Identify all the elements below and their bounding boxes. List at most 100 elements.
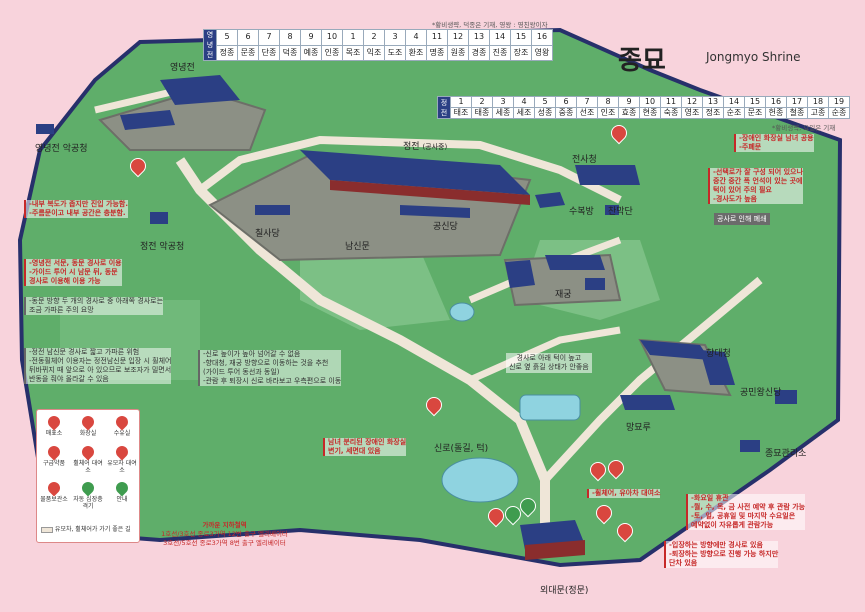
legend-label: 휠체어 대여소 <box>73 460 103 474</box>
table-cell: 19 <box>828 96 850 108</box>
table-cell: 10 <box>321 29 343 46</box>
callout-disabled-toilet-top: -장애인 화장실 남녀 공용 -주폐문 <box>734 134 814 152</box>
label-jeongjeon-text: 정전 <box>403 142 420 152</box>
label-oedaemun: 외대문(정문) <box>540 586 589 596</box>
table-cell: 13 <box>468 29 490 46</box>
legend-item: 구급약품 <box>37 443 71 467</box>
callout-line: -관람 후 퇴장시 신로 바라보고 우측편으로 이동 <box>203 377 342 385</box>
callout-line: -장애인 화장실 남녀 공용 <box>739 134 814 142</box>
legend-label: 유모차 대여소 <box>107 460 137 474</box>
table-cell: 문종 <box>237 44 259 61</box>
table-cell: 17 <box>786 96 808 108</box>
label-sinro: 신로(돌길, 턱) <box>434 444 489 454</box>
table-cell: 14 <box>723 96 745 108</box>
callout-line: -입장하는 방향에만 경사로 있음 <box>669 541 763 549</box>
wheelchair-icon <box>79 443 97 461</box>
subway-heading: 가까운 지하철역 <box>202 521 247 529</box>
callout-steep-slope: -선택로가 잘 구성 되어 있으나 중간 중간 폭 언석이 있는 곳에 턱이 있… <box>708 168 803 204</box>
table-cell: 태종 <box>471 107 493 119</box>
nursing-room-icon <box>113 413 131 431</box>
legend-item: 화장실 <box>71 413 105 437</box>
table-cell: 7 <box>258 29 280 46</box>
callout-line: -동문 방향 두 개의 경사로 중 아래쪽 경사로는 <box>29 297 164 305</box>
table-cell: 16 <box>531 29 553 46</box>
label-gongminwangsindang: 공민왕신당 <box>740 388 782 398</box>
callout-line: 경사로 아래 턱이 높고 <box>516 354 582 362</box>
table-cell: 12 <box>681 96 703 108</box>
locker-icon <box>45 479 63 497</box>
label-chilsadang: 칠사당 <box>255 229 280 239</box>
ticket-icon <box>45 413 63 431</box>
legend-label: 화장실 <box>79 430 97 437</box>
table-cell: 세종 <box>492 107 514 119</box>
callout-corridor: -내부 복도가 좁지만 진입 가능함. -주름문이고 내부 공간은 충분함. <box>24 200 129 218</box>
legend-label: 수유실 <box>113 430 131 437</box>
table-cell: 14 <box>489 29 511 46</box>
closed-construction-box: 공사로 인해 폐쇄 <box>714 213 770 225</box>
legend-item: 수유실 <box>105 413 139 437</box>
jeongjeon-table: 정전 1 2 3 4 5 6 7 8 9 10 11 12 13 14 15 1… <box>437 96 850 119</box>
yeongnyeongjeon-table-note: *황비생략, 덕종은 기재, 영왕 : 영친왕이자 <box>432 21 548 29</box>
legend-label: 자동 심장충격기 <box>73 496 103 510</box>
yeongnyeongjeon-table: 영녕전 5 6 7 8 9 10 1 2 3 4 11 12 13 14 15 … <box>203 29 553 61</box>
callout-line: 신로 옆 흙길 상태가 안좋음 <box>509 363 589 371</box>
callout-line: 뒤바뀌지 때 앞으로 아 있으므로 보조자가 밀면서 <box>29 366 172 374</box>
callout-line: -주폐문 <box>739 143 762 151</box>
table-cell: 6 <box>237 29 259 46</box>
table-cell: 11 <box>660 96 682 108</box>
table-cell: 2 <box>471 96 493 108</box>
label-chanmakdan: 찬막단 <box>608 207 633 217</box>
toilet-icon <box>79 413 97 431</box>
table-cell: 4 <box>405 29 427 46</box>
table-cell: 13 <box>702 96 724 108</box>
legend-label: 물품보관소 <box>40 496 68 503</box>
callout-line: -경사도가 높음 <box>713 195 757 203</box>
callout-line: 중간 중간 폭 언석이 있는 곳에 <box>713 177 803 185</box>
table-cell: 15 <box>510 29 532 46</box>
callout-line: 남녀 분리된 장애인 화장실 <box>328 438 407 446</box>
callout-line: 경사로 이용해 이용 가능 <box>29 277 101 285</box>
subway-line: 3호선/5호선 종로3가역 8번 출구 엘리베이터 <box>163 539 286 547</box>
table-cell: 성종 <box>534 107 556 119</box>
table-cell: 5 <box>216 29 238 46</box>
table-cell: 8 <box>597 96 619 108</box>
table-cell: 11 <box>426 29 448 46</box>
callout-yeongnyeongjeon-ramp: -영녕전 서문, 동문 경사로 이용 -가이드 투어 시 남문 뒤, 동문 경사… <box>24 259 122 286</box>
table-cell: 15 <box>744 96 766 108</box>
stroller-icon <box>113 443 131 461</box>
table-cell: 진종 <box>489 44 511 61</box>
table-cell: 환조 <box>405 44 427 61</box>
first-aid-icon <box>45 443 63 461</box>
table-cell: 목조 <box>342 44 364 61</box>
table-cell: 정조 <box>702 107 724 119</box>
label-jaegung: 재궁 <box>555 290 572 300</box>
callout-jeongjeon-south: -정전 남신문 경사로 짧고 가파른 위험 -전동휠체어 이용자는 정전남신문 … <box>24 348 172 384</box>
label-jeonsacheong: 전사청 <box>572 155 597 165</box>
legend-item: 물품보관소 <box>37 479 71 503</box>
jeongjeon-table-header: 정전 <box>437 96 451 119</box>
label-jeongjeon-akgongcheong: 정전 악공청 <box>140 242 185 252</box>
callout-entrance-exit: -입장하는 방향에만 경사로 있음 -퇴장하는 방향으로 진행 가능 하지만 단… <box>664 541 779 568</box>
table-cell: 선조 <box>576 107 598 119</box>
table-cell: 4 <box>513 96 535 108</box>
label-yeongnyeongjeon: 영녕전 <box>170 63 195 73</box>
table-cell: 중종 <box>555 107 577 119</box>
table-cell: 원종 <box>447 44 469 61</box>
subway-info: 가까운 지하철역 1호선/3호선 종로3가역 12번 출구 엘리베이터 3호선/… <box>152 521 297 548</box>
table-cell: 태조 <box>450 107 472 119</box>
table-cell: 예종 <box>300 44 322 61</box>
legend-label: 안내 <box>116 496 128 503</box>
table-cell: 9 <box>300 29 322 46</box>
callout-line: -정전 남신문 경사로 짧고 가파른 위험 <box>29 348 140 356</box>
legend-item: 자동 심장충격기 <box>71 479 105 510</box>
table-cell: 3 <box>384 29 406 46</box>
callout-line: -신로 높이가 높아 넘어갈 수 없음 <box>203 350 301 358</box>
table-cell: 10 <box>639 96 661 108</box>
table-cell: 철종 <box>786 107 808 119</box>
legend-label: 매표소 <box>45 430 63 437</box>
callout-line: 변기, 세면대 있음 <box>328 447 381 455</box>
table-cell: 고종 <box>807 107 829 119</box>
legend-item: 매표소 <box>37 413 71 437</box>
table-cell: 도조 <box>384 44 406 61</box>
callout-wheelchair-stroller: -휠체어, 유아차 대여소 <box>587 489 661 498</box>
